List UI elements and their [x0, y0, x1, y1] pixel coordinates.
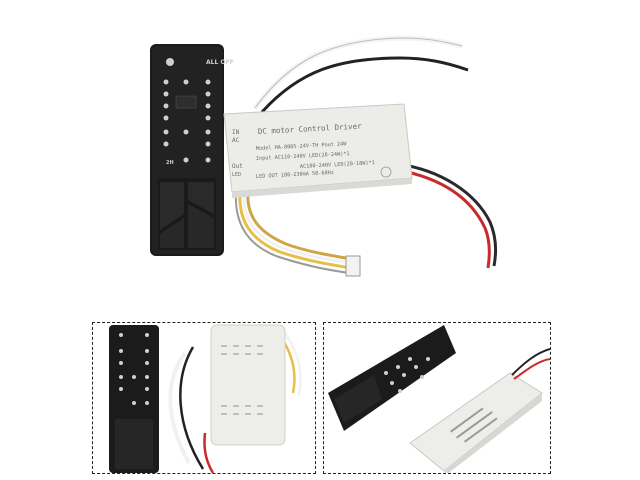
- connector-plug: [345, 255, 361, 277]
- black-wire: [260, 56, 469, 114]
- driver-input-text-2: AC180-240V LED(20-18W)*1: [300, 160, 375, 170]
- remote-all-off-text: ALL OFF: [206, 59, 234, 66]
- driver-in-label: IN: [232, 129, 240, 136]
- thumbnail-right-svg: [328, 325, 550, 473]
- driver-box: DC motor Control Driver Model HA-8005-24…: [223, 103, 413, 198]
- white-wire: [252, 35, 463, 110]
- thumbnail-right[interactable]: [323, 322, 551, 474]
- remote-2h-text: 2H: [166, 160, 174, 166]
- driver-led-label: LED: [232, 172, 241, 178]
- driver-input-text-1: Input AC110-240V LED(28-24W)*1: [256, 151, 350, 162]
- driver-output-text: LED OUT 180-230mA 50-60Hz: [256, 170, 334, 180]
- main-product-svg: ALL OFF 2H DC motor Control Driver: [150, 35, 498, 277]
- ribbon-wire-yellow: [238, 189, 351, 270]
- red-wire: [397, 168, 491, 269]
- remote-control: ALL OFF 2H: [150, 44, 234, 256]
- thumbnail-left[interactable]: [92, 322, 316, 474]
- driver-ac-label: AC: [232, 137, 240, 144]
- main-product-photo: ALL OFF 2H DC motor Control Driver: [150, 35, 498, 277]
- thumbnail-left-svg: [109, 324, 302, 473]
- driver-out-label: Out: [232, 163, 243, 170]
- driver-model-text: Model HA-8005-24V-TH Pout 24W: [256, 141, 348, 152]
